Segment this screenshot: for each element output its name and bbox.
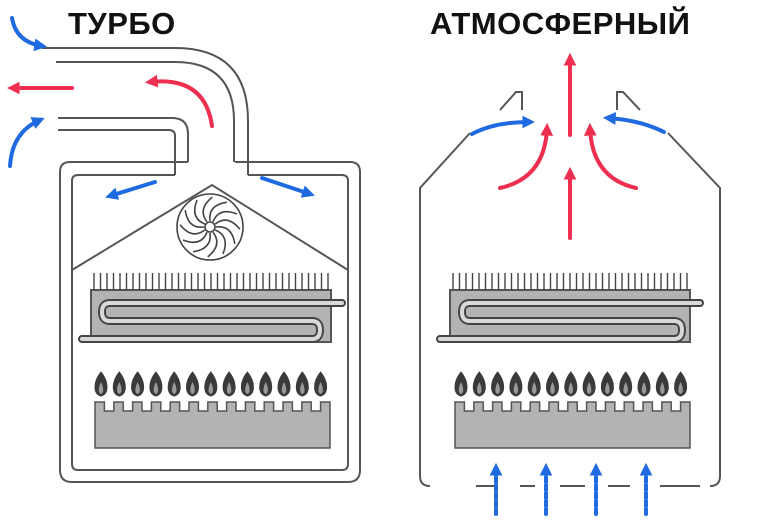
fan-blade [214, 229, 227, 255]
atmospheric-dilution-arrow-right [602, 112, 666, 134]
atmospheric-dilution-arrow-left [470, 115, 536, 136]
fan-blade [202, 196, 213, 223]
flame-core [281, 382, 287, 394]
flame-core [300, 382, 305, 394]
atmospheric-draft-hood-right [616, 91, 641, 111]
turbo-airflow-arrows [6, 16, 315, 200]
atmospheric-outer-body [419, 132, 721, 487]
flame-core [660, 382, 665, 394]
flame-core [477, 382, 482, 394]
flame-core [226, 382, 232, 394]
flame-core [171, 382, 177, 394]
fan-blade [192, 232, 212, 253]
flame-core [550, 382, 555, 394]
turbo-burner-body [94, 401, 331, 449]
flame-core [678, 382, 683, 394]
atmospheric-flames [454, 371, 688, 397]
atmospheric-exchanger-body [449, 289, 691, 343]
turbo-fan [176, 193, 244, 261]
turbo-air-arrow-right [260, 176, 315, 198]
flame-core [513, 382, 519, 394]
atmospheric-exhaust-arrow-left [498, 122, 554, 190]
atmospheric-burner [454, 371, 691, 449]
flame-core [586, 382, 592, 394]
turbo-flue-duct-outer [42, 47, 249, 175]
fan-blade [193, 199, 206, 225]
turbo-burner [94, 371, 331, 449]
turbo-intake-arrow-top [10, 16, 48, 52]
flame-core [531, 382, 537, 394]
turbo-flames [94, 371, 328, 397]
fan-blade [208, 201, 228, 222]
atmospheric-draft-hood-left [499, 91, 523, 111]
flame-core [117, 382, 122, 394]
fan-blade [184, 209, 205, 229]
atmospheric-airflow-arrows [470, 52, 666, 516]
atmospheric-coil-pipe-inner [438, 301, 702, 341]
atmospheric-boiler [419, 91, 721, 487]
turbo-outer-body [59, 161, 361, 483]
atmospheric-heat-exchanger [436, 273, 704, 343]
fan-blade [207, 231, 218, 258]
flame-core [623, 382, 628, 394]
turbo-flue-duct-lower [58, 117, 189, 162]
turbo-hood [71, 183, 349, 271]
flame-core [245, 382, 250, 394]
flame-core [263, 382, 268, 394]
fan-blade [179, 224, 206, 235]
turbo-exchanger-body [90, 289, 332, 343]
flame-core [153, 382, 159, 394]
turbo-coil-pipe-inner [80, 301, 344, 341]
atmospheric-exhaust-arrow-right [583, 122, 638, 190]
flame-core [190, 382, 195, 394]
flame-core [318, 382, 323, 394]
flame-core [98, 382, 104, 394]
turbo-heat-exchanger [78, 273, 346, 343]
atmospheric-title: АТМОСФЕРНЫЙ [430, 6, 691, 41]
atmospheric-exchanger-fins [452, 273, 688, 290]
flame-core [458, 382, 464, 394]
turbo-air-arrow-left [105, 180, 157, 200]
turbo-title: ТУРБО [68, 6, 176, 41]
atmospheric-burner-body [454, 401, 691, 449]
fan-blade [215, 225, 236, 245]
turbo-flue-duct-lower-inner [58, 129, 176, 175]
turbo-flue-duct-inner [56, 61, 235, 162]
fan-blade [182, 231, 208, 244]
fan-housing [176, 193, 244, 261]
turbo-exhaust-arrow-duct [144, 74, 214, 128]
fan-hub [204, 221, 216, 233]
turbo-inner-body [71, 174, 349, 471]
flame-core [568, 382, 574, 394]
flame-core [208, 382, 214, 394]
flame-core [495, 382, 500, 394]
flame-core [641, 382, 647, 394]
turbo-exchanger-fins [93, 273, 329, 290]
fan-blade [214, 219, 241, 230]
flame-core [135, 382, 140, 394]
flame-core [605, 382, 610, 394]
fan-blade [212, 210, 238, 223]
turbo-intake-arrow-bottom [8, 117, 45, 168]
